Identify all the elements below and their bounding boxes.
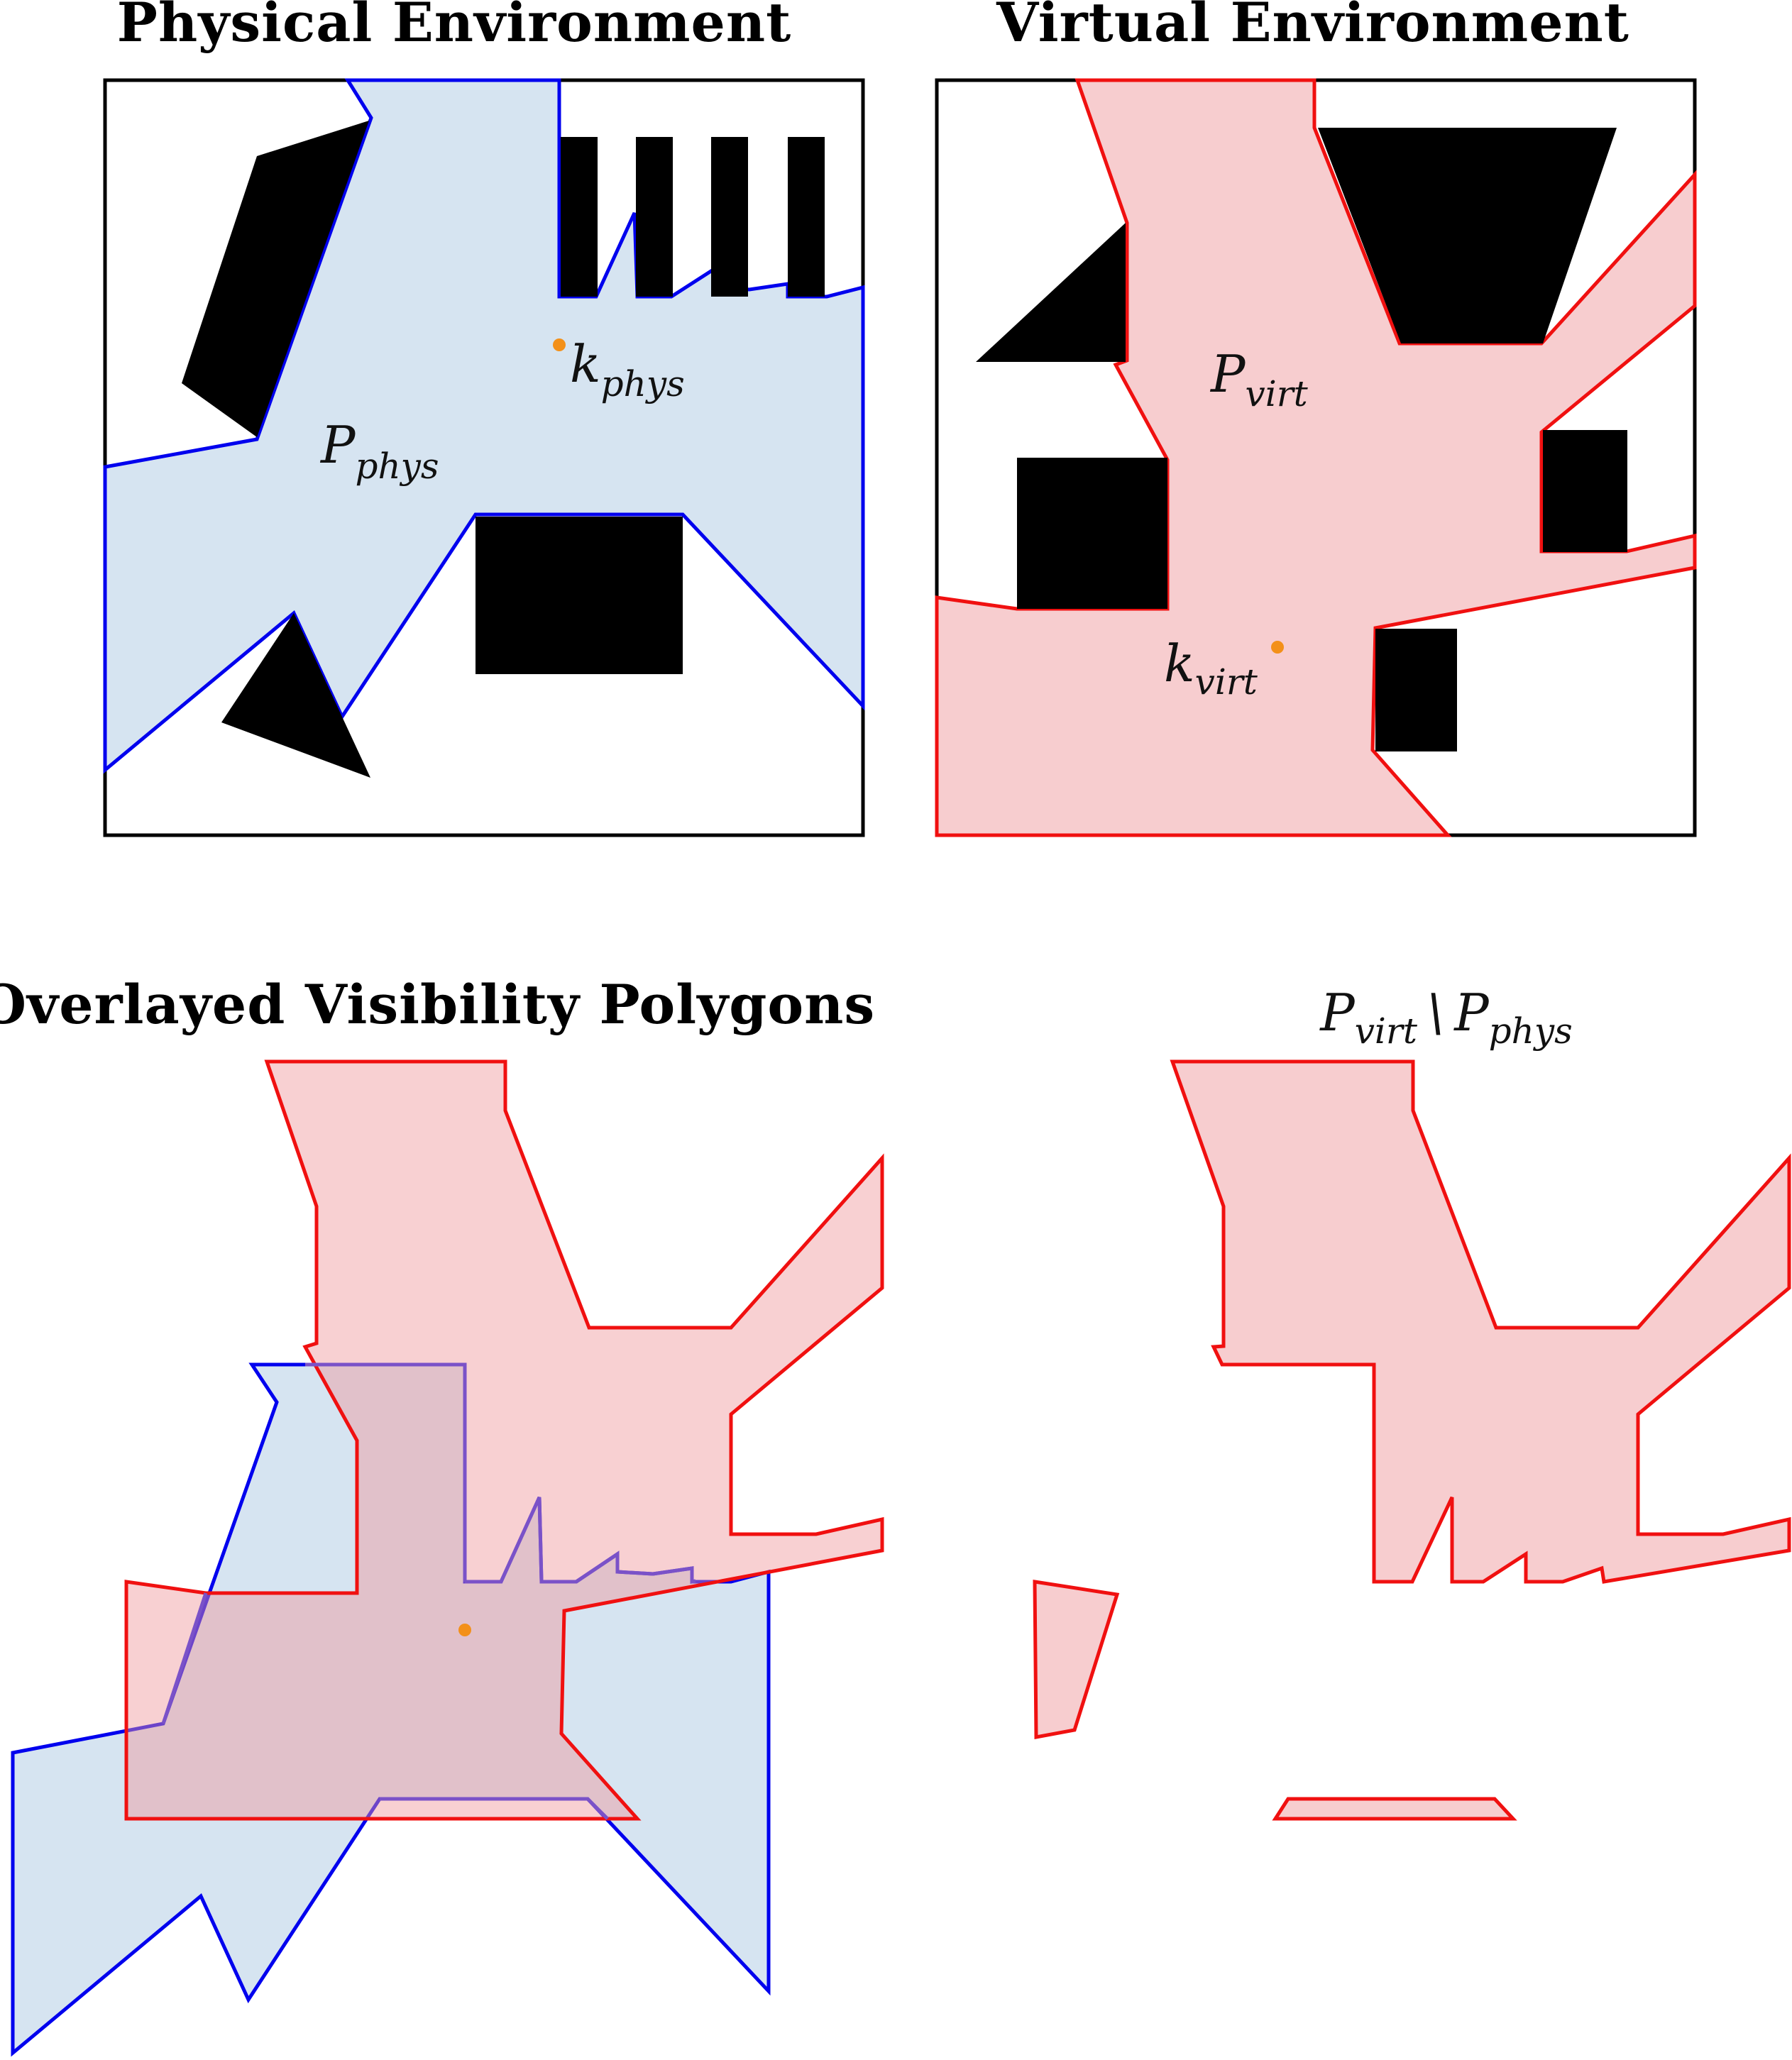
virtual-region-label: Pvirt xyxy=(1209,344,1309,414)
virtual-point-label: kvirt xyxy=(1164,634,1258,703)
obstacle-quad xyxy=(182,121,369,437)
difference-main-polygon xyxy=(1170,1059,1791,1584)
obstacle-bar-1 xyxy=(561,137,598,297)
overlay-point-marker xyxy=(458,1624,471,1636)
obstacle-right-square xyxy=(1543,430,1627,552)
overlap-edge-left xyxy=(161,1592,208,1724)
obstacle-bar-3 xyxy=(711,137,748,297)
virtual-panel-title: Virtual Environment xyxy=(996,0,1629,54)
physical-region-label: Pphys xyxy=(319,415,439,487)
obstacle-left-square xyxy=(1017,458,1167,609)
overlap-edge-teeth xyxy=(465,1496,696,1585)
overlap-edge-top xyxy=(305,1362,467,1582)
obstacle-small-rect xyxy=(1375,629,1457,751)
physical-panel-title: Physical Environment xyxy=(117,0,791,54)
overlay-panel-title: Overlayed Visibility Polygons xyxy=(0,973,875,1036)
overlay-panel: Overlayed Visibility Polygons xyxy=(0,973,884,2057)
obstacle-rect xyxy=(476,517,683,674)
difference-panel-title: Pvirt\Pphys xyxy=(1319,983,1573,1052)
difference-left-fragment xyxy=(1033,1580,1120,1740)
difference-panel: Pvirt\Pphys xyxy=(1033,983,1791,1821)
virtual-environment-panel: Virtual Environment kvirt Pvirt xyxy=(935,0,1697,837)
overlay-virtual-polygon xyxy=(124,1059,884,1821)
difference-bottom-fragment xyxy=(1272,1797,1517,1821)
physical-environment-panel: Physical Environment kphys Pphys xyxy=(103,0,865,837)
obstacle-trapezoid xyxy=(1318,128,1617,343)
physical-point-marker xyxy=(553,338,566,351)
obstacle-triangle xyxy=(221,613,370,778)
obstacle-bar-2 xyxy=(636,137,673,297)
obstacle-left-triangle xyxy=(976,223,1126,362)
virtual-point-marker xyxy=(1271,641,1284,654)
overlap-edge-bottom xyxy=(380,1797,609,1820)
physical-point-label: kphys xyxy=(570,334,685,404)
obstacle-bar-4 xyxy=(788,137,825,297)
